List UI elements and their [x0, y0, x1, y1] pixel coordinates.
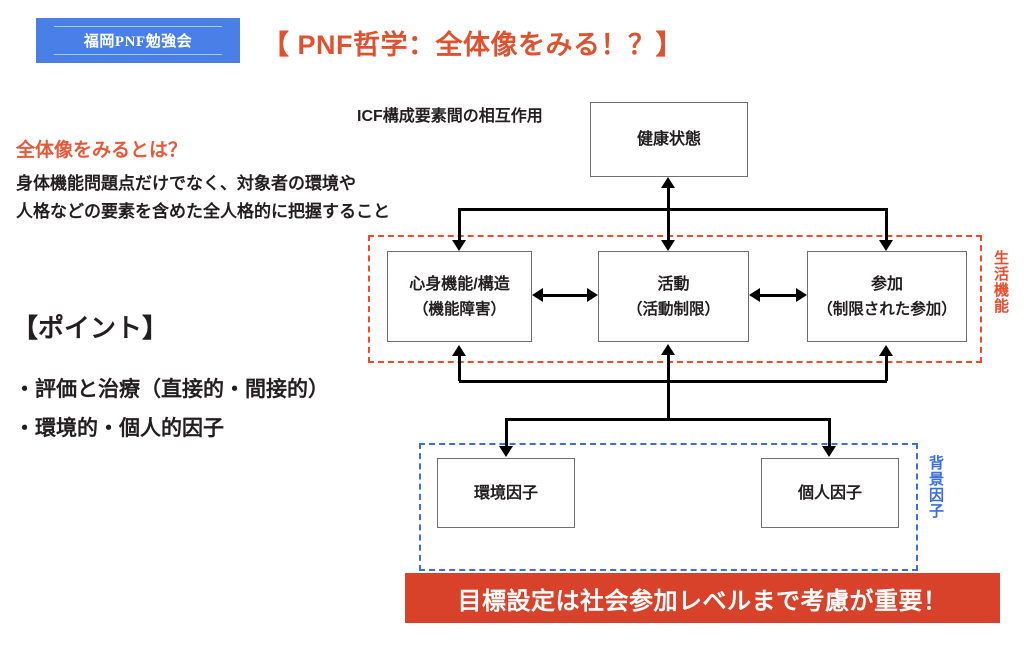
connector-lower-right-rise [885, 354, 888, 381]
connector-lower-bus [459, 380, 887, 383]
point-heading: 【ポイント】 [12, 313, 169, 343]
arrowhead-left-body-function [532, 288, 543, 302]
logo-rule-bottom [54, 54, 222, 55]
node-health-status-label: 健康状態 [636, 131, 701, 148]
connector-body-activity [540, 294, 591, 297]
arrowhead-down-participation [879, 240, 893, 251]
arrowhead-left-activity [749, 288, 760, 302]
lead-heading: 全体像をみるとは？ [16, 140, 188, 161]
arrowhead-up-health [661, 177, 675, 188]
node-environment-factor-label: 環境因子 [473, 484, 538, 502]
diagram-caption: ICF構成要素間の相互作用 [357, 108, 543, 125]
conclusion-banner: 目標設定は社会参加レベルまで考慮が重要！ [405, 573, 1000, 623]
connector-top-left-drop [458, 208, 461, 242]
node-activity-label: 活動 [657, 275, 690, 293]
group-context-factor-label: 背景因子 [927, 455, 944, 519]
arrowhead-right-participation [796, 288, 807, 302]
logo-text: 福岡PNF勉強会 [83, 34, 193, 50]
node-personal-factor-label: 個人因子 [797, 484, 862, 502]
connector-center-stem [667, 352, 670, 419]
arrowhead-down-environment [499, 446, 513, 457]
arrowhead-up-body-function [452, 345, 466, 356]
connector-personal-drop [828, 418, 831, 448]
logo-rule-top [54, 26, 222, 27]
page-title: 【 PNF哲学：全体像をみる！？】 [262, 30, 684, 60]
list-item: ・評価と治療（直接的・間接的） [14, 378, 329, 401]
list-item: ・環境的・個人的因子 [14, 417, 224, 440]
node-body-function-label: 心身機能/構造 [409, 275, 510, 293]
group-life-function [368, 235, 982, 363]
arrowhead-up-activity-center [661, 344, 675, 355]
connector-top-right-drop [885, 208, 888, 242]
organization-logo: 福岡PNF勉強会 [36, 18, 240, 63]
node-body-function-sublabel: （機能障害） [412, 300, 506, 318]
group-context-factor [419, 443, 918, 571]
arrowhead-up-participation [879, 345, 893, 356]
arrowhead-down-body-function [452, 240, 466, 251]
connector-top-bus [459, 208, 887, 211]
node-personal-factor: 個人因子 [761, 458, 899, 528]
node-participation-label: 参加 [870, 275, 903, 293]
group-life-function-label: 生活機能 [992, 250, 1009, 314]
lead-body-line-1: 身体機能問題点だけでなく、対象者の環境や [16, 174, 356, 193]
node-participation-sublabel: （制限された参加） [817, 300, 957, 318]
conclusion-banner-text: 目標設定は社会参加レベルまで考慮が重要！ [457, 587, 948, 615]
connector-lower-left-rise [458, 354, 461, 381]
node-activity: 活動 （活動制限） [598, 251, 749, 342]
node-environment-factor: 環境因子 [437, 458, 575, 528]
node-health-status: 健康状態 [590, 102, 748, 177]
connector-factor-bus [506, 418, 830, 421]
arrowhead-down-activity [661, 240, 675, 251]
node-body-function: 心身機能/構造 （機能障害） [387, 251, 532, 342]
connector-activity-participation [757, 294, 800, 297]
connector-health-activity [667, 186, 670, 242]
arrowhead-right-activity [587, 288, 598, 302]
connector-env-drop [505, 418, 508, 448]
point-list: ・評価と治療（直接的・間接的） ・環境的・個人的因子 [14, 370, 329, 448]
lead-body: 身体機能問題点だけでなく、対象者の環境や 人格などの要素を含めた全人格的に把握す… [16, 170, 390, 226]
node-participation: 参加 （制限された参加） [807, 251, 967, 342]
node-activity-sublabel: （活動制限） [626, 300, 720, 318]
lead-body-line-2: 人格などの要素を含めた全人格的に把握すること [16, 202, 390, 221]
arrowhead-down-personal [822, 446, 836, 457]
